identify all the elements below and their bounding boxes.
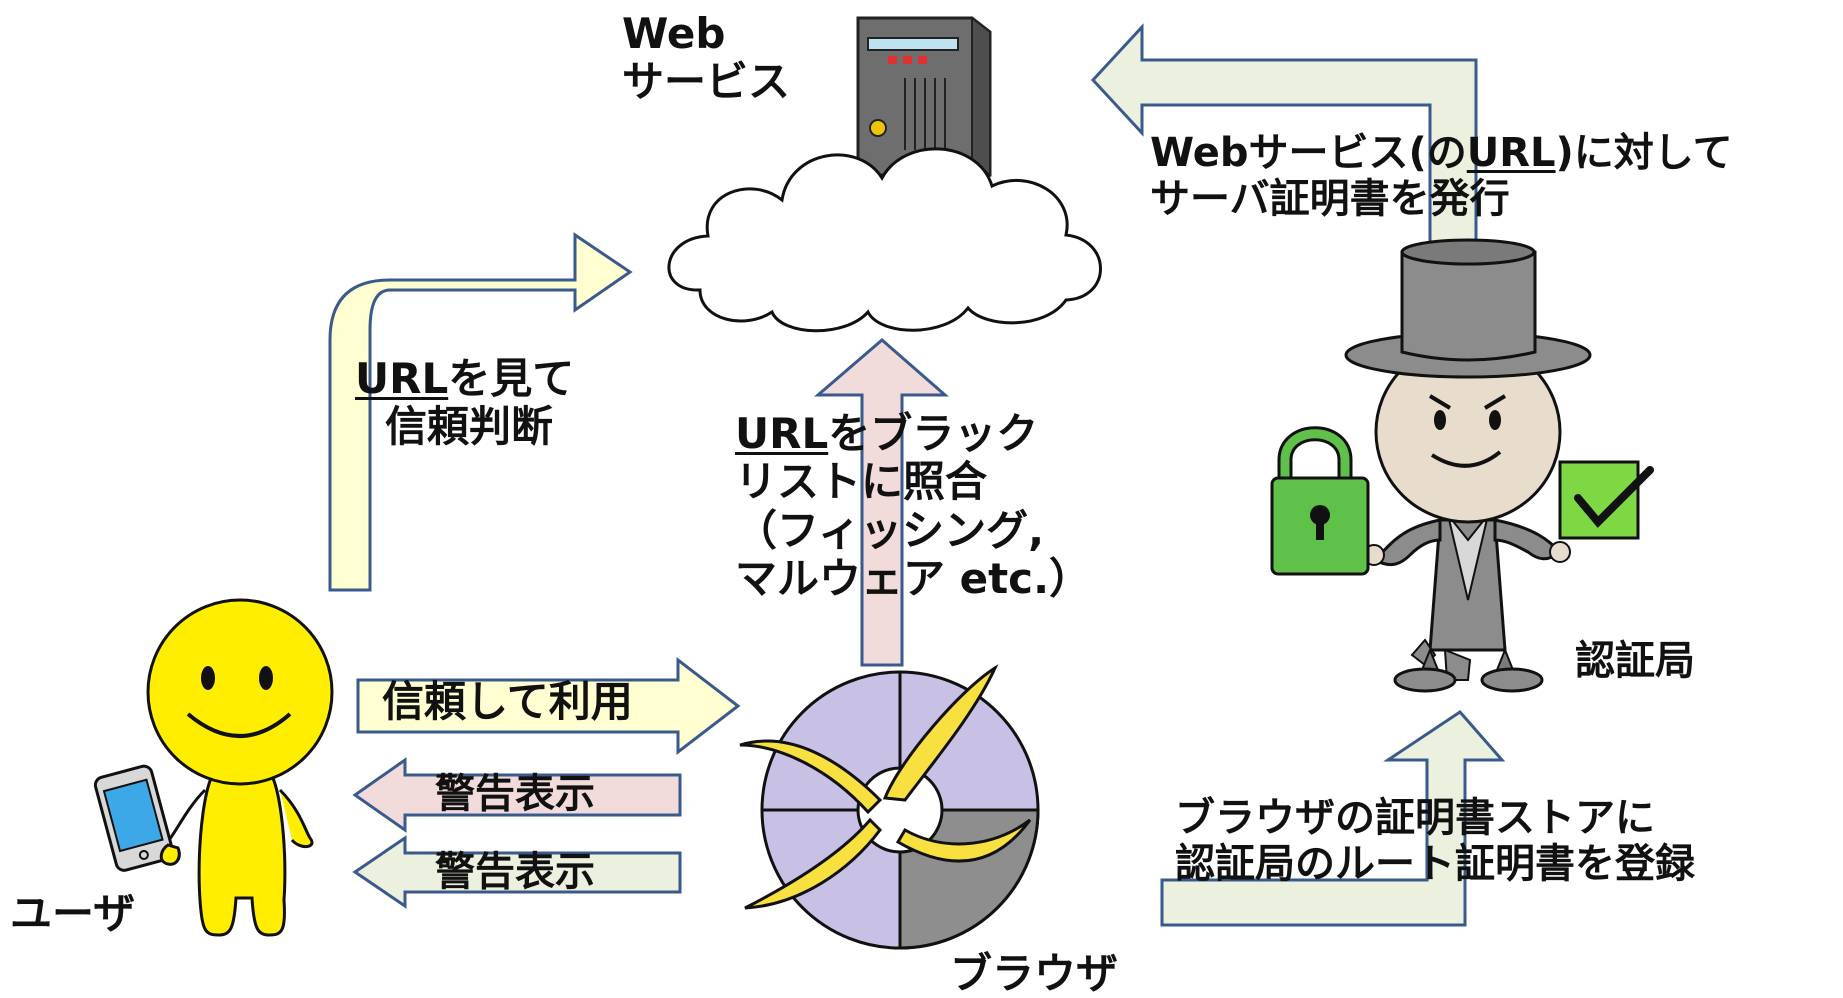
register-root-line1: ブラウザの証明書ストアに — [1175, 795, 1655, 841]
trust-use-label: 信頼して利用 — [382, 677, 633, 726]
blacklist-label: URLをブラック リストに照合 （フィッシング, マルウェア etc.） — [735, 409, 1092, 603]
issue-certificate-line1-post: )に対して — [1555, 130, 1733, 176]
url-underlined: URL — [1466, 130, 1556, 176]
cloud-icon — [667, 147, 1102, 333]
ca-label: 認証局 — [1575, 638, 1695, 684]
web-service-label-line2: サービス — [622, 57, 791, 107]
register-root-line2: 認証局のルート証明書を登録 — [1175, 841, 1695, 887]
issue-certificate-line1-pre: Webサービス(の — [1150, 130, 1467, 176]
blacklist-arrow — [813, 338, 949, 667]
blacklist-line4: マルウェア etc.） — [735, 553, 1092, 603]
user-label: ユーザ — [10, 889, 136, 938]
web-service-label: Web サービス — [622, 9, 791, 107]
server-icon — [856, 15, 992, 178]
blacklist-line2: リストに照合 — [735, 457, 988, 507]
web-service-label-line1: Web — [622, 9, 726, 58]
url-underlined: URL — [735, 409, 829, 458]
padlock-icon — [1270, 426, 1370, 576]
warning-pink-label: 警告表示 — [435, 771, 595, 817]
issue-certificate-line1: Webサービス(のURL)に対して — [1150, 130, 1733, 176]
register-root-label: ブラウザの証明書ストアに 認証局のルート証明書を登録 — [1175, 795, 1695, 887]
trust-judgement-label: URLを見て 信頼判断 — [355, 354, 575, 452]
warning-pink-arrow — [352, 757, 682, 833]
browser-logo-icon — [739, 664, 1040, 950]
blacklist-line3: （フィッシング, — [735, 505, 1045, 555]
trust-judgement-arrow — [328, 232, 633, 592]
issue-certificate-arrow — [1090, 23, 1478, 272]
issue-certificate-label: Webサービス(のURL)に対して サーバ証明書を発行 — [1150, 130, 1733, 222]
warning-green-arrow — [352, 835, 682, 909]
checkmark-card-icon — [1558, 460, 1654, 540]
url-underlined: URL — [355, 354, 449, 403]
blacklist-line1: URLをブラック — [735, 409, 1091, 458]
blacklist-line1-rest: をブラック — [828, 409, 1039, 458]
trust-judgement-line1: URLを見て — [355, 354, 575, 403]
trust-use-arrow — [356, 656, 741, 756]
issue-certificate-line2: サーバ証明書を発行 — [1150, 176, 1510, 222]
top-hat-man-icon — [1344, 238, 1592, 693]
browser-label: ブラウザ — [950, 949, 1119, 998]
register-root-arrow — [1160, 710, 1506, 927]
warning-green-label: 警告表示 — [435, 849, 595, 895]
trust-judgement-line2: 信頼判断 — [385, 402, 554, 452]
smartphone-icon — [93, 764, 175, 872]
trust-judgement-line1-rest: を見て — [448, 354, 575, 403]
smiley-person-icon — [146, 598, 334, 937]
